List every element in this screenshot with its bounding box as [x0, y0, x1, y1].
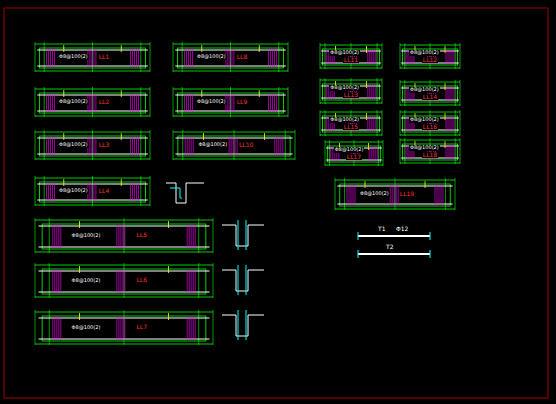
rebar-note: Φ8@100(2) [329, 85, 360, 91]
bar-mark: T2 [386, 244, 393, 251]
beam-label: LL17 [346, 154, 362, 161]
bar-mark: T1 [378, 226, 385, 233]
beam-elevation: Φ8@100(2)LL17 [325, 140, 383, 166]
beam-graphic [35, 130, 150, 160]
beam-graphic [35, 176, 150, 206]
beam-elevation: Φ8@100(2)LL11 [320, 43, 382, 69]
beam-elevation: Φ8@100(2)LL15 [320, 110, 382, 136]
beam-label: LL18 [422, 152, 438, 159]
beam-label: LL16 [422, 124, 438, 131]
sheet-frame [4, 8, 548, 398]
beam-graphic [35, 42, 150, 72]
rebar-note: Φ8@100(2) [58, 142, 89, 148]
beam-graphic [35, 310, 213, 345]
beam-label: LL15 [343, 124, 359, 131]
rebar-note: Φ8@100(2) [334, 147, 365, 153]
beam-graphic [35, 263, 213, 298]
beam-elevation: Φ8@100(2)LL18 [400, 138, 460, 164]
beam-elevation: Φ8@100(2)LL16 [400, 110, 460, 136]
beam-label: LL13 [343, 92, 359, 99]
beam-label: LL12 [422, 57, 438, 64]
beam-graphic [335, 178, 455, 210]
rebar-note: Φ8@100(2) [58, 188, 89, 194]
beam-label: LL3 [98, 142, 111, 149]
beam-elevation: Φ8@100(2) LL10 [173, 130, 295, 160]
rebar-note: Φ8@100(2) [58, 99, 89, 105]
beam-elevation: Φ8@100(2) LL8 [173, 42, 288, 72]
beam-elevation: Φ8@100(2) LL9 [173, 87, 288, 117]
rebar-note: Φ8@100(2) [329, 117, 360, 123]
rebar-note: Φ8@100(2) [71, 278, 102, 284]
beam-label: LL19 [399, 191, 415, 198]
rebar-note: Φ8@100(2) [409, 117, 440, 123]
beam-label: LL4 [98, 188, 111, 195]
beam-label: LL2 [98, 99, 111, 106]
beam-label: LL8 [236, 54, 249, 61]
rebar-note: Φ8@100(2) [409, 87, 440, 93]
beam-elevation: Φ8@100(2)LL13 [320, 78, 382, 104]
beam-elevation: Φ8@100(2) LL1 [35, 42, 150, 72]
rebar-note: Φ8@100(2) [359, 191, 390, 197]
rebar-note: Φ8@100(2) [58, 54, 89, 60]
beam-label: LL1 [98, 54, 111, 61]
beam-elevation: Φ8@100(2) LL4 [35, 176, 150, 206]
beam-graphic [173, 42, 288, 72]
rebar-note: Φ8@100(2) [409, 50, 440, 56]
beam-elevation: Φ8@100(2)LL12 [400, 43, 460, 69]
beam-label: LL9 [236, 99, 249, 106]
beam-elevation: Φ8@100(2)LL14 [400, 80, 460, 106]
beam-graphic [173, 87, 288, 117]
beam-elevation: Φ8@100(2) LL7 [35, 310, 213, 345]
bar-mark: Φ12 [396, 226, 408, 233]
beam-label: LL5 [136, 232, 149, 239]
beam-elevation: Φ8@100(2) LL2 [35, 87, 150, 117]
rebar-note: Φ8@100(2) [71, 325, 102, 331]
rebar-note: Φ8@100(2) [71, 233, 102, 239]
beam-elevation: Φ8@100(2) LL19 [335, 178, 455, 210]
beam-label: LL10 [238, 142, 254, 149]
beam-graphic [173, 130, 295, 160]
rebar-note: Φ8@100(2) [196, 54, 227, 60]
bar-shapes [358, 232, 430, 258]
beam-elevation: Φ8@100(2) LL6 [35, 263, 213, 298]
rebar-note: Φ8@100(2) [197, 142, 228, 148]
beam-label: LL7 [136, 324, 149, 331]
beam-elevation: Φ8@100(2) LL3 [35, 130, 150, 160]
rebar-note: Φ8@100(2) [409, 145, 440, 151]
beam-label: LL14 [422, 94, 438, 101]
rebar-note: Φ8@100(2) [329, 50, 360, 56]
rebar-note: Φ8@100(2) [196, 99, 227, 105]
section-details [166, 183, 264, 340]
beam-label: LL6 [136, 277, 149, 284]
beam-label: LL11 [343, 57, 359, 64]
beam-elevation: Φ8@100(2) LL5 [35, 218, 213, 253]
beam-graphic [35, 87, 150, 117]
beam-graphic [35, 218, 213, 253]
